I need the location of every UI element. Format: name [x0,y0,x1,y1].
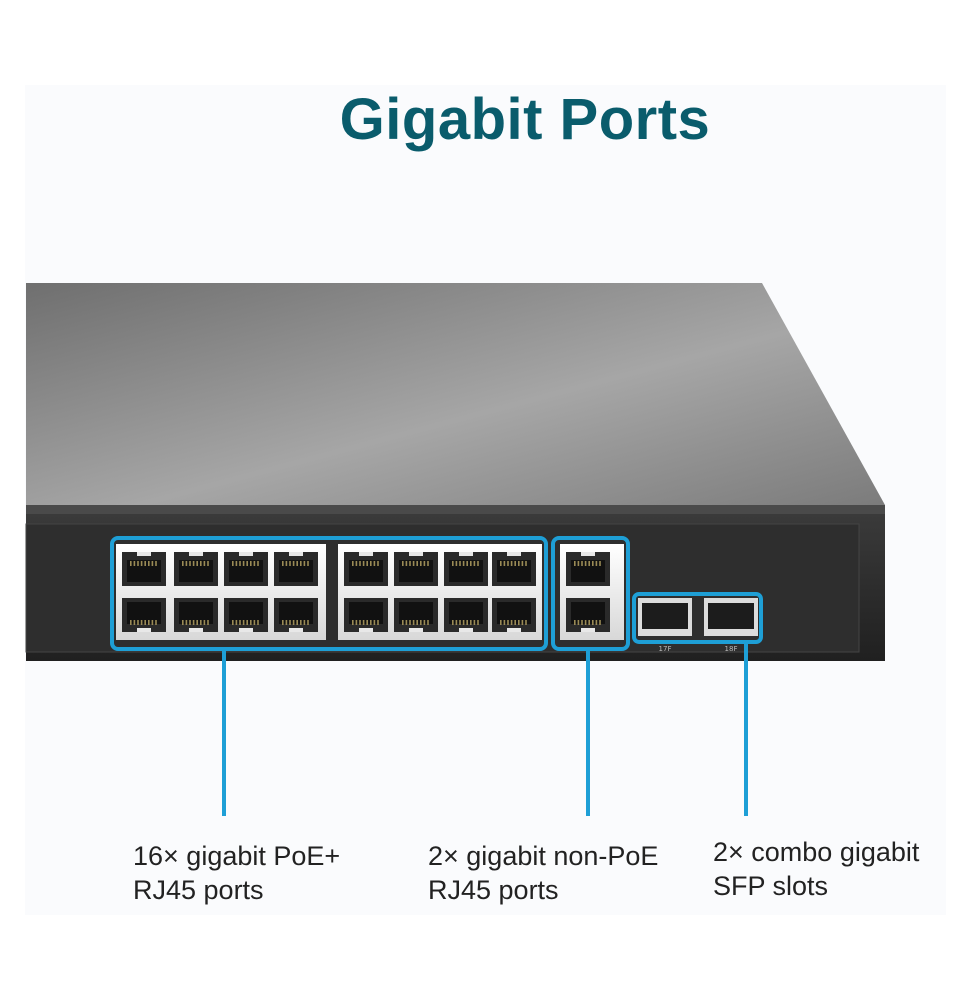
rj45-port [224,552,268,586]
callout-label-nonpoe: 2× gigabit non-PoE RJ45 ports [428,839,658,907]
highlight-poe-ports [110,536,548,651]
callout-line-nonpoe [586,650,590,816]
callout-label-poe-line1: 16× gigabit PoE+ [133,841,341,871]
highlight-nonpoe-ports [551,536,630,651]
rj45-port [566,598,610,632]
rj45-port [344,598,388,632]
rj45-port [274,552,318,586]
rj45-port [122,598,166,632]
rj45-port [394,552,438,586]
callout-label-sfp: 2× combo gigabit SFP slots [713,835,919,903]
chassis-top [26,283,885,512]
callout-label-poe-line2: RJ45 ports [133,875,264,905]
callout-line-sfp [744,643,748,816]
rj45-port [444,598,488,632]
sfp-label-right: 18F [725,645,738,653]
rj45-port [492,598,536,632]
rj45-port [224,598,268,632]
rj45-port [174,598,218,632]
sfp-slots: 17F 18F [638,598,758,653]
rj45-port [566,552,610,586]
callout-label-nonpoe-line2: RJ45 ports [428,875,559,905]
highlight-sfp-slots [632,592,763,644]
rj45-port [492,552,536,586]
rj45-port [394,598,438,632]
callout-label-sfp-line2: SFP slots [713,871,829,901]
highlight-boxes [110,536,763,651]
rj45-port [174,552,218,586]
rj45-port [122,552,166,586]
rj45-port [274,598,318,632]
rj45-port [344,552,388,586]
callout-label-nonpoe-line1: 2× gigabit non-PoE [428,841,659,871]
callout-line-poe [222,650,226,816]
sfp-label-left: 17F [659,645,672,653]
callout-label-poe: 16× gigabit PoE+ RJ45 ports [133,839,340,907]
callout-label-sfp-line1: 2× combo gigabit [713,837,920,867]
page-title: Gigabit Ports [339,87,711,152]
rj45-ports [122,552,610,632]
rj45-port [444,552,488,586]
